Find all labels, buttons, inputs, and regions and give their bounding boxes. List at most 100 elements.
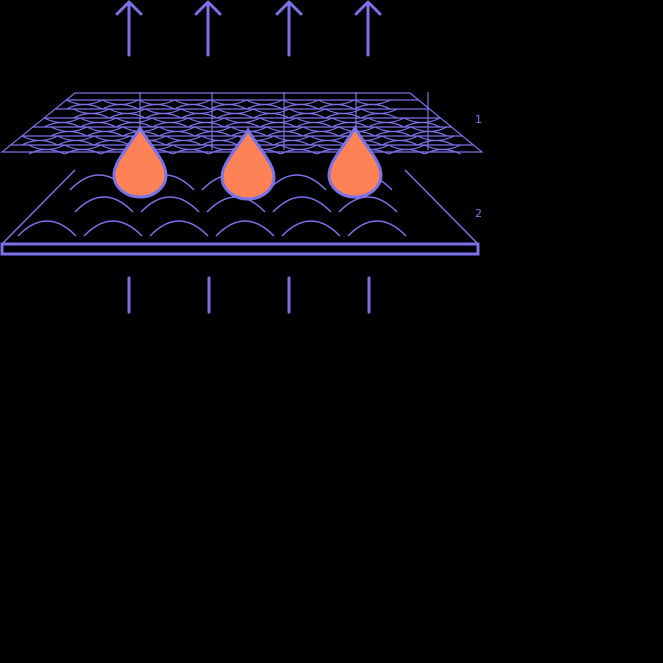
mesh-weave-segment: [354, 103, 391, 110]
mesh-weave-segment: [50, 130, 88, 137]
top-mesh-layer: [0, 92, 484, 155]
scale-arc: [83, 220, 143, 237]
mesh-weave-segment: [151, 121, 189, 128]
mesh-weave-segment: [302, 126, 340, 133]
mesh-weave-segment: [158, 126, 196, 133]
mesh-weave-segment: [331, 121, 369, 128]
mesh-weave-segment: [288, 108, 326, 115]
mesh-weave-segment: [115, 121, 153, 128]
mesh-weave-segment: [93, 135, 131, 142]
mesh-weave-segment: [144, 108, 182, 115]
mesh-weave-segment: [403, 117, 441, 124]
mesh-weave-segment: [28, 148, 65, 155]
mesh-weave-segment: [194, 126, 232, 133]
mesh-weave-segment: [252, 112, 290, 119]
mesh-weave-segment: [115, 117, 153, 124]
arrow-up-icon: [275, 0, 303, 57]
mesh-weave-segment: [295, 121, 333, 128]
arrow-up-icon: [354, 0, 382, 57]
scale-arc: [267, 174, 327, 191]
mesh-weave-segment: [360, 108, 398, 115]
mesh-weave-segment: [57, 135, 95, 142]
mesh-weave-segment: [174, 103, 211, 110]
bottom-layer-right-edge: [404, 169, 479, 245]
arrow-up-icon: [115, 0, 143, 57]
mesh-weave-segment: [86, 130, 124, 137]
mesh-weave-segment: [381, 135, 419, 142]
mesh-weave-segment: [259, 117, 297, 124]
scale-arc: [338, 196, 398, 213]
top-layer-outline: [0, 92, 484, 153]
mesh-weave-segment: [424, 148, 461, 155]
mesh-weave-segment: [216, 112, 254, 119]
water-drop-icon: [112, 125, 168, 199]
scale-arc: [17, 220, 77, 237]
mesh-weave-segment: [144, 112, 182, 119]
mesh-weave-segment: [57, 139, 95, 146]
mesh-weave-segment: [64, 144, 101, 151]
mesh-weave-segment: [374, 126, 412, 133]
mesh-weave-segment: [295, 117, 333, 124]
mesh-weave-segment: [302, 130, 340, 137]
mesh-weave-segment: [246, 99, 283, 106]
mesh-weave-segment: [64, 148, 101, 155]
scale-arc: [272, 196, 332, 213]
mesh-weave-segment: [28, 144, 65, 151]
mesh-weave-segment: [66, 99, 103, 106]
mesh-weave-segment: [194, 130, 232, 137]
layer-label-1: 1: [475, 113, 482, 126]
mesh-weave-segment: [367, 121, 405, 128]
mesh-weave-segment: [138, 103, 175, 110]
mesh-weave-segment: [273, 139, 311, 146]
mesh-weave-segment: [165, 135, 203, 142]
mesh-weave-segment: [288, 112, 326, 119]
bottom-layer-left-edge: [1, 169, 76, 245]
mesh-weave-segment: [266, 126, 304, 133]
mesh-weave-segment: [79, 117, 117, 124]
mesh-weave-segment: [354, 99, 391, 106]
mesh-weave-segment: [424, 144, 461, 151]
mesh-weave-segment: [360, 112, 398, 119]
mesh-weave-segment: [273, 135, 311, 142]
mesh-weave-segment: [172, 148, 209, 155]
mesh-weave: [10, 92, 474, 155]
water-drop-icon: [220, 127, 276, 201]
mesh-weave-segment: [259, 121, 297, 128]
mesh-weave-segment: [72, 112, 110, 119]
water-drops: [112, 125, 383, 201]
scale-arc: [347, 220, 407, 237]
mesh-weave-segment: [138, 99, 175, 106]
mesh-weave-segment: [151, 117, 189, 124]
mesh-weave-segment: [318, 103, 355, 110]
mesh-weave-segment: [381, 139, 419, 146]
upward-arrows: [115, 0, 382, 57]
mesh-weave-segment: [309, 135, 347, 142]
layer-label-2: 2: [475, 207, 482, 220]
mesh-weave-segment: [165, 139, 203, 146]
bottom-flow-lines: [127, 276, 371, 314]
scale-arc: [281, 220, 341, 237]
mesh-weave-segment: [280, 148, 317, 155]
scale-arc: [149, 220, 209, 237]
mesh-weave-segment: [266, 130, 304, 137]
bottom-layer-base: [0, 242, 480, 256]
scale-arc: [74, 196, 134, 213]
mesh-weave-segment: [43, 121, 81, 128]
scale-arc: [140, 196, 200, 213]
mesh-weave-segment: [72, 108, 110, 115]
mesh-weave-segment: [216, 108, 254, 115]
mesh-weave-segment: [158, 130, 196, 137]
mesh-weave-segment: [417, 139, 455, 146]
mesh-weave-segment: [108, 112, 146, 119]
mesh-weave-segment: [210, 103, 247, 110]
mesh-weave-segment: [388, 144, 425, 151]
mesh-weave-segment: [410, 126, 448, 133]
mesh-weave-segment: [21, 135, 59, 142]
mesh-weave-segment: [367, 117, 405, 124]
mesh-weave-segment: [66, 103, 103, 110]
mesh-weave-segment: [187, 121, 225, 128]
mesh-weave-segment: [403, 121, 441, 128]
mesh-weave-segment: [201, 139, 239, 146]
